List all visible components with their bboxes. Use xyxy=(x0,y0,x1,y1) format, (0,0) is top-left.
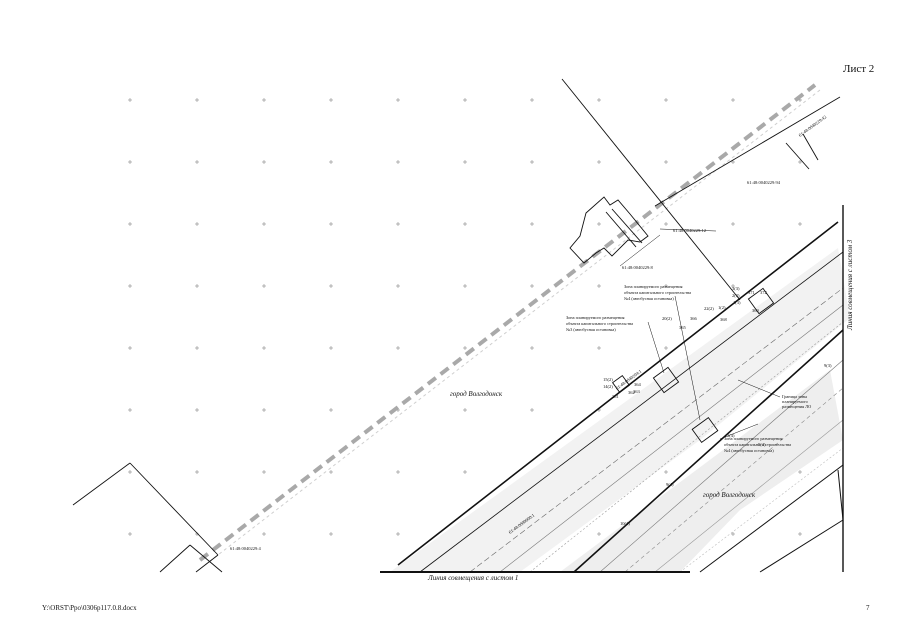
match-line-label-3: Линия совмещения с листом 3 xyxy=(846,239,854,331)
svg-text:361: 361 xyxy=(612,394,619,399)
svg-text:366: 366 xyxy=(690,316,698,321)
svg-text:14(2): 14(2) xyxy=(603,384,613,389)
boundary-note: Граница зоны планируемого размещения ЛО xyxy=(782,394,811,409)
zone-4-bottom-note: Зона планируемого размещения объекта кап… xyxy=(724,436,791,453)
parcel-left-lower xyxy=(159,544,223,573)
svg-text:размещения ЛО: размещения ЛО xyxy=(782,404,811,409)
point-labels: 3(3) 2(3) 1(3) 371 372 369 368 366 365 2… xyxy=(603,286,832,526)
svg-text:объекта капитального строитель: объекта капитального строительства xyxy=(566,321,633,326)
svg-text:9(3): 9(3) xyxy=(824,363,832,368)
cadastral-label-2: 61:48:0040229:12 xyxy=(673,228,706,233)
page-number: 7 xyxy=(866,604,870,612)
cadastral-label-4: 61:48:0040229:4 xyxy=(230,546,262,551)
svg-text:1(3): 1(3) xyxy=(733,300,741,305)
svg-text:объекта капитального строитель: объекта капитального строительства xyxy=(624,290,691,295)
svg-text:3(3): 3(3) xyxy=(732,286,740,291)
svg-text:362: 362 xyxy=(628,390,635,395)
cadastral-label-3: 61:48:0040229:8 xyxy=(622,265,654,270)
parcel-bottom-right xyxy=(699,464,844,573)
dashed-boundary-line xyxy=(198,83,817,562)
svg-text:Зона планируемого размещения: Зона планируемого размещения xyxy=(566,315,625,320)
svg-text:9(4): 9(4) xyxy=(666,482,674,487)
svg-text:№3 (автобусная остановка): №3 (автобусная остановка) xyxy=(566,327,616,332)
city-label-2: город Волгодонск xyxy=(703,491,756,499)
svg-text:Граница зоны: Граница зоны xyxy=(782,394,807,399)
zone-markers xyxy=(611,287,775,443)
svg-text:5(4): 5(4) xyxy=(758,442,766,447)
svg-text:2(3): 2(3) xyxy=(732,293,740,298)
svg-text:371: 371 xyxy=(748,290,755,295)
svg-text:363: 363 xyxy=(633,389,641,394)
svg-text:3(4): 3(4) xyxy=(727,433,735,438)
parcel-top-right xyxy=(561,78,841,301)
svg-text:20(2): 20(2) xyxy=(662,316,672,321)
svg-text:Зона планируемого размещения: Зона планируемого размещения xyxy=(724,436,783,441)
zone-4-top-note: Зона планируемого размещения объекта кап… xyxy=(624,284,691,301)
svg-text:364: 364 xyxy=(634,382,642,387)
svg-text:15(2): 15(2) xyxy=(603,377,613,382)
svg-text:10(4): 10(4) xyxy=(620,521,630,526)
building-outline xyxy=(569,196,649,264)
svg-text:369: 369 xyxy=(752,308,760,313)
svg-text:1(2): 1(2) xyxy=(718,305,726,310)
city-label-1: город Волгодонск xyxy=(450,390,503,398)
footer-file-path: Y:\ORST\Ppo\0306p117.0.8.docx xyxy=(42,604,137,612)
cadastral-label-5: 61:48:0040204:1 xyxy=(615,369,643,391)
svg-text:№4 (автобусная остановка): №4 (автобусная остановка) xyxy=(724,448,774,453)
svg-text:368: 368 xyxy=(720,317,728,322)
svg-text:Зона планируемого размещения: Зона планируемого размещения xyxy=(624,284,683,289)
sheet-label: Лист 2 xyxy=(843,63,875,75)
zone-3-note: Зона планируемого размещения объекта кап… xyxy=(566,315,633,332)
road-corridor xyxy=(380,221,850,573)
parcel-bottom-left xyxy=(72,462,219,573)
svg-text:№4 (автобусная остановка): №4 (автобусная остановка) xyxy=(624,296,674,301)
svg-text:22(2): 22(2) xyxy=(704,306,714,311)
svg-text:объекта капитального строитель: объекта капитального строительства xyxy=(724,442,791,447)
svg-text:планируемого: планируемого xyxy=(782,399,808,404)
cadastral-label-1: 61:48:0040229:94 xyxy=(747,180,781,185)
svg-text:365: 365 xyxy=(679,325,687,330)
leader-lines xyxy=(619,228,781,440)
match-line-label-1: Линия совмещения с листом 1 xyxy=(427,574,518,582)
svg-text:372: 372 xyxy=(760,290,767,295)
cadastral-label-0: 61:48:0040229:42 xyxy=(798,114,828,137)
